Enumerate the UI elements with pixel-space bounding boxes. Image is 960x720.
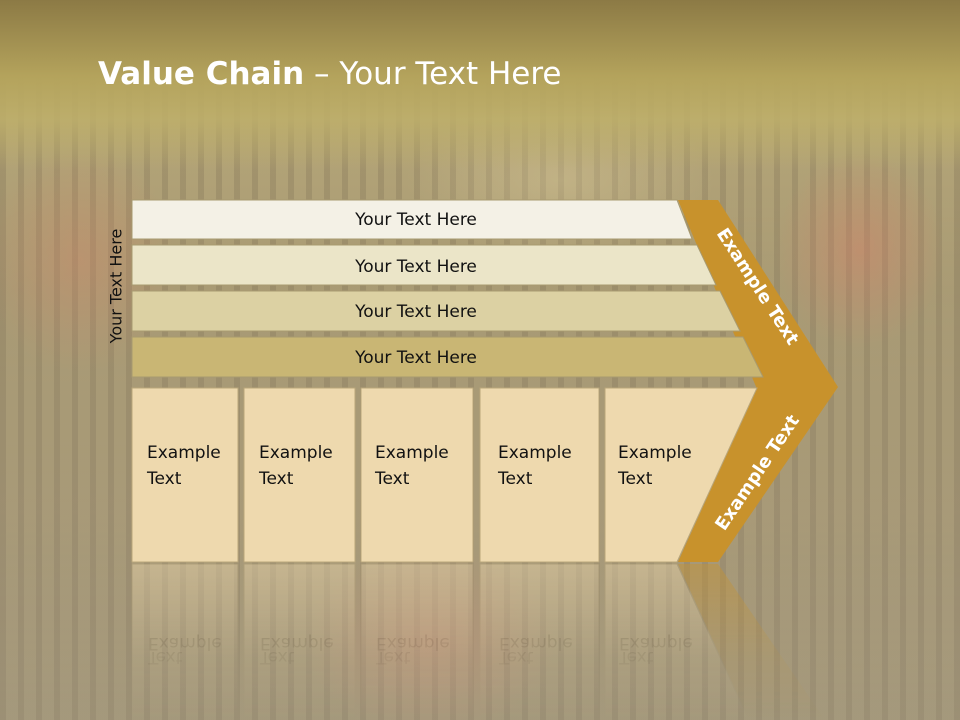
reflection-column (360, 563, 474, 720)
bar-4[interactable] (131, 336, 764, 378)
slide-title-bold: Value Chain (98, 56, 305, 92)
reflection-text: Text (375, 647, 411, 667)
diagram-reflection: Example Text Example Text Example Text E… (131, 563, 825, 720)
title-band (0, 0, 960, 170)
bar-3-label: Your Text Here (354, 302, 477, 322)
column-3-line-1: Example (375, 443, 449, 463)
column-5-line-1: Example (618, 443, 692, 463)
bar-1[interactable] (131, 199, 693, 240)
column-1[interactable] (131, 387, 239, 563)
column-4[interactable] (479, 387, 600, 563)
upper-chevron[interactable] (678, 200, 838, 389)
reflection-column (604, 563, 750, 720)
column-3[interactable] (360, 387, 474, 563)
reflection-lower-chevron (678, 564, 825, 720)
column-5-line-2: Text (617, 469, 653, 489)
reflection-text: Text (498, 647, 534, 667)
bar-1-label: Your Text Here (354, 210, 477, 230)
reflection-text: Text (618, 647, 654, 667)
reflection-text: Text (147, 647, 183, 667)
reflection-text: Example (260, 633, 334, 653)
column-2[interactable] (243, 387, 356, 563)
reflection-column (479, 563, 600, 720)
bar-2-label: Your Text Here (354, 257, 477, 277)
reflection-column (243, 563, 356, 720)
lower-chevron[interactable] (678, 387, 838, 562)
reflection-text: Example (148, 633, 222, 653)
column-3-line-2: Text (374, 469, 410, 489)
column-1-line-1: Example (147, 443, 221, 463)
column-1-line-2: Text (146, 469, 182, 489)
reflection-text: Example (376, 633, 450, 653)
bar-2[interactable] (131, 244, 717, 286)
reflection-column (131, 563, 239, 720)
column-4-line-1: Example (498, 443, 572, 463)
column-2-line-2: Text (258, 469, 294, 489)
reflection-text: Text (259, 647, 295, 667)
slide-title-rest: – Your Text Here (304, 56, 562, 92)
column-5[interactable] (604, 387, 758, 563)
reflection-text: Example (619, 633, 693, 653)
reflection-text: Example (499, 633, 573, 653)
bar-3[interactable] (131, 290, 741, 332)
column-4-line-2: Text (497, 469, 533, 489)
slide-title[interactable]: Value Chain – Your Text Here (98, 52, 561, 96)
bar-4-label: Your Text Here (354, 348, 477, 368)
column-2-line-1: Example (259, 443, 333, 463)
